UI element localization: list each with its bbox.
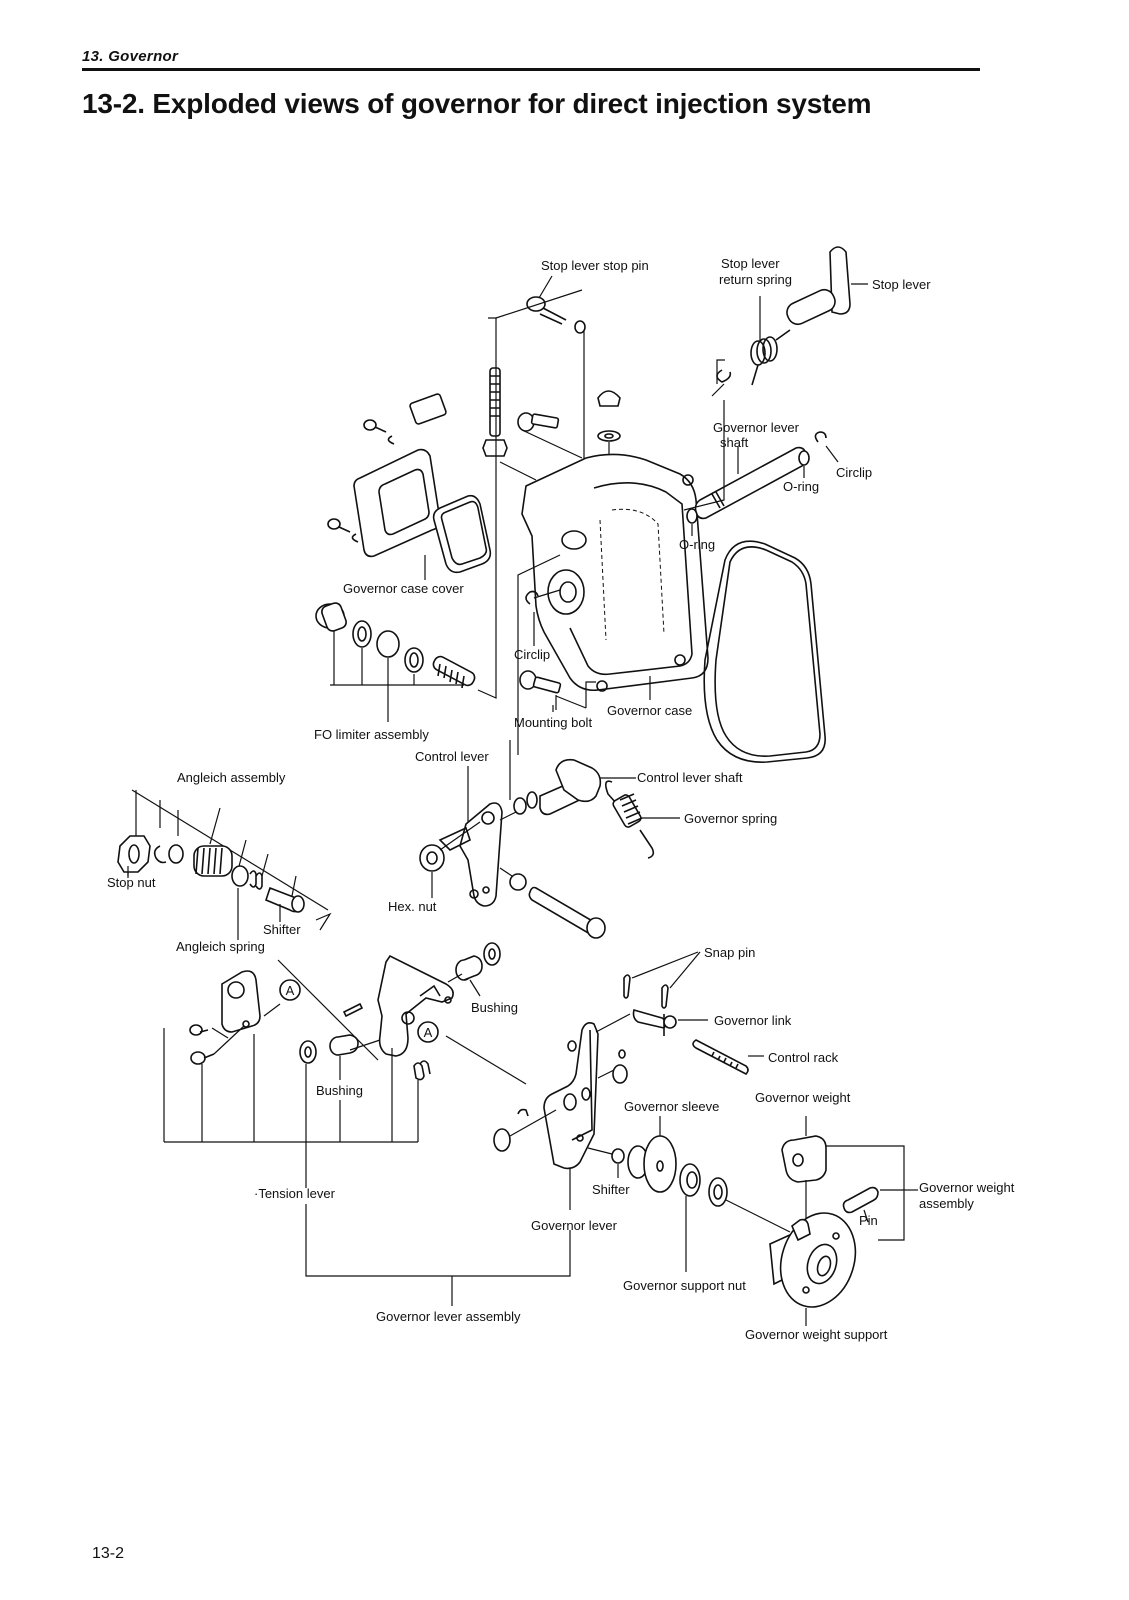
circlip-top-part [814, 431, 827, 443]
small-washer-part [567, 1040, 577, 1052]
governor-link-part [632, 1009, 677, 1036]
label-governor-lever-shaft-2: shaft [720, 435, 749, 450]
label-stop-lever: Stop lever [872, 277, 931, 292]
header-rule [82, 68, 980, 71]
reference-marker-label: A [286, 983, 295, 998]
reference-marker-a-left: A [279, 979, 301, 1001]
label-angleich-assembly: Angleich assembly [177, 770, 286, 785]
control-lever-shaft-part [513, 758, 602, 816]
angleich-parts [117, 835, 305, 913]
snap-pins-part [623, 974, 669, 1009]
page-title: 13-2. Exploded views of governor for dir… [82, 88, 872, 119]
label-o-ring-left: O-ring [679, 537, 715, 552]
label-governor-spring: Governor spring [684, 811, 777, 826]
label-governor-sleeve: Governor sleeve [624, 1099, 719, 1114]
hex-nut-part [419, 844, 445, 872]
label-stop-nut: Stop nut [107, 875, 156, 890]
label-stop-lever-return-spring-2: return spring [719, 272, 792, 287]
tension-lever-main-part [377, 954, 454, 1057]
case-gasket-part [703, 540, 826, 763]
label-governor-case-cover: Governor case cover [343, 581, 464, 596]
page-number: 13-2 [92, 1545, 125, 1562]
label-shifter-angleich: Shifter [263, 922, 301, 937]
nameplate-part [409, 393, 447, 425]
label-stop-lever-return-spring-1: Stop lever [721, 256, 780, 271]
bushing-upper-part [455, 942, 501, 981]
lever-washer-left-part [493, 1128, 511, 1152]
small-nut-part [618, 1049, 626, 1059]
o-ring-right-part [798, 450, 810, 466]
label-shifter-lower: Shifter [592, 1182, 630, 1197]
label-bushing-lower: Bushing [316, 1083, 363, 1098]
small-pin-part [342, 1002, 364, 1018]
long-stud-bolt-part [482, 367, 508, 457]
governor-weight-support-part [769, 1212, 857, 1308]
governor-lever-part [543, 1022, 599, 1170]
reference-marker-label: A [424, 1025, 433, 1040]
governor-weight-part [781, 1135, 827, 1183]
label-control-lever-shaft: Control lever shaft [637, 770, 743, 785]
label-snap-pin: Snap pin [704, 945, 755, 960]
mounting-bolt-part [519, 670, 562, 694]
label-governor-lever-assembly: Governor lever assembly [376, 1309, 521, 1324]
control-lever-part [438, 802, 503, 907]
label-stop-lever-stop-pin: Stop lever stop pin [541, 258, 649, 273]
reference-marker-a-right: A [417, 1021, 439, 1043]
label-governor-weight-assembly-2: assembly [919, 1196, 974, 1211]
label-governor-case: Governor case [607, 703, 692, 718]
label-hex-nut: Hex. nut [388, 899, 437, 914]
tension-lever-parts [189, 970, 281, 1065]
lever-clip-part [517, 1108, 529, 1117]
label-governor-weight: Governor weight [755, 1090, 851, 1105]
o-ring-left-part [686, 508, 698, 524]
governor-case-part [521, 453, 709, 692]
cover-screws [327, 419, 395, 543]
label-angleich-spring: Angleich spring [176, 939, 265, 954]
stop-lever-stop-pin-part [526, 296, 586, 334]
label-governor-link: Governor link [714, 1013, 792, 1028]
control-lever-bolt-part [509, 873, 606, 939]
control-rack-part [692, 1039, 749, 1075]
circlip-case-part [525, 590, 539, 605]
governor-case-cover-part [353, 448, 492, 574]
stop-lever-return-spring-part [716, 296, 791, 386]
label-tension-lever: ·Tension lever [254, 1186, 336, 1201]
label-governor-support-nut: Governor support nut [623, 1278, 746, 1293]
label-governor-weight-assembly-1: Governor weight [919, 1180, 1015, 1195]
oil-filler-cap-part [597, 390, 621, 442]
pin-part [842, 1186, 879, 1214]
section-header: 13. Governor [82, 48, 179, 65]
label-pin: Pin [859, 1213, 878, 1228]
case-bolt-part [517, 412, 560, 432]
label-circlip-case: Circlip [514, 647, 550, 662]
label-o-ring-right: O-ring [783, 479, 819, 494]
label-governor-lever: Governor lever [531, 1218, 618, 1233]
label-governor-weight-support: Governor weight support [745, 1327, 888, 1342]
governor-sleeve-part [627, 1135, 677, 1193]
label-fo-limiter-assembly: FO limiter assembly [314, 727, 429, 742]
label-mounting-bolt: Mounting bolt [514, 715, 592, 730]
label-control-lever: Control lever [415, 749, 489, 764]
shifter-lower-part [587, 1147, 625, 1164]
fo-limiter-parts [315, 602, 476, 689]
governor-support-nut-part [679, 1163, 728, 1207]
bushing-lower-parts [299, 1034, 431, 1081]
label-bushing-upper: Bushing [471, 1000, 518, 1015]
label-governor-lever-shaft-1: Governor lever [713, 420, 800, 435]
governor-spring-part [604, 780, 655, 859]
lever-washer-part [612, 1064, 628, 1084]
label-control-rack: Control rack [768, 1050, 839, 1065]
label-circlip-top: Circlip [836, 465, 872, 480]
stop-lever-part [786, 246, 851, 326]
